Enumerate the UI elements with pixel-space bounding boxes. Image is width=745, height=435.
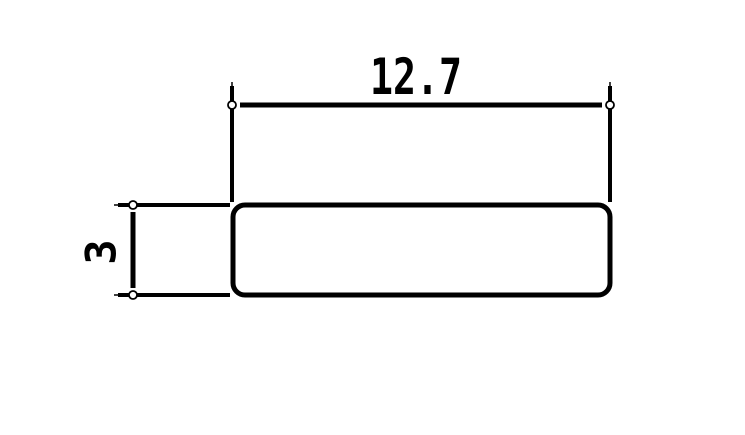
width-dimension: 12.7 xyxy=(227,48,615,202)
profile-outline xyxy=(230,202,613,298)
height-dimension: 3 xyxy=(77,200,230,300)
width-endpoint-marker-left xyxy=(227,100,237,110)
width-endpoint-marker-right xyxy=(605,100,615,110)
height-endpoint-marker-bottom xyxy=(128,290,138,300)
width-dimension-label: 12.7 xyxy=(370,48,462,106)
height-endpoint-marker-top xyxy=(128,200,138,210)
height-dimension-label: 3 xyxy=(77,239,126,264)
